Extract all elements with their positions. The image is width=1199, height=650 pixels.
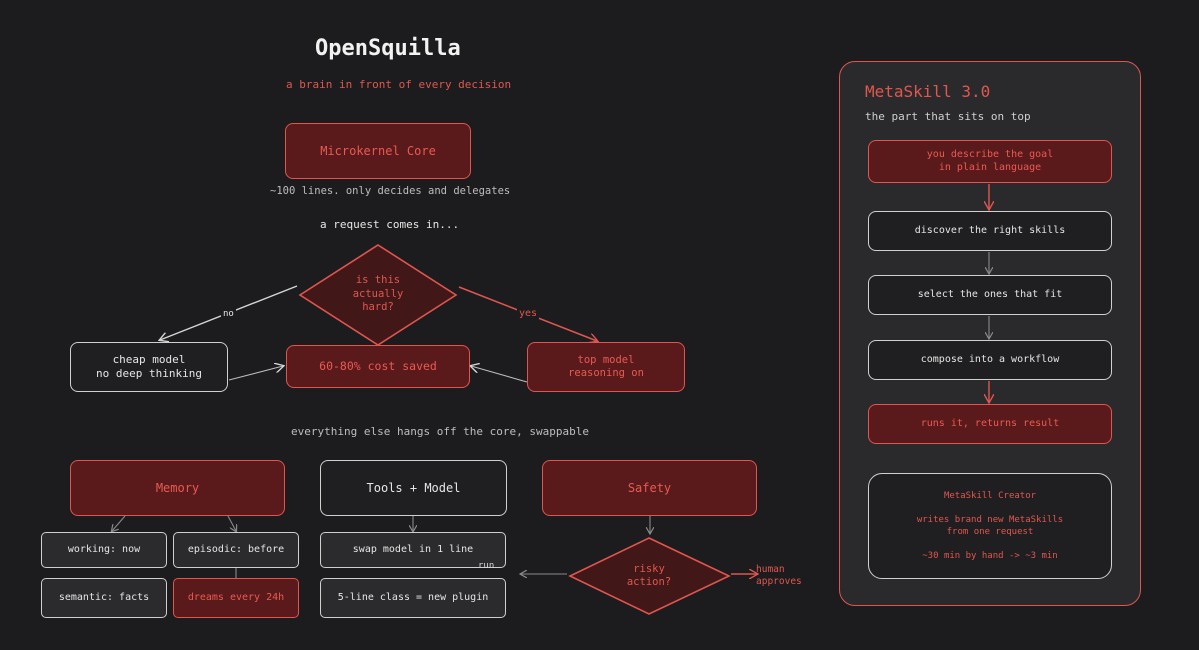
- risky-action-label: risky action?: [626, 563, 672, 589]
- dreams-label: dreams every 24h: [187, 591, 285, 603]
- memory-box: Memory: [70, 460, 285, 516]
- safety-box: Safety: [542, 460, 757, 516]
- core-note: ~100 lines. only decides and delegates: [270, 185, 511, 197]
- yes-label: yes: [517, 308, 540, 319]
- request-text: a request comes in...: [320, 218, 460, 231]
- top-model-box: top model reasoning on: [527, 342, 685, 392]
- top-model-line2: reasoning on: [568, 367, 644, 379]
- plugin-label: 5-line class = new plugin: [337, 591, 489, 603]
- metaskill-title: MetaSkill 3.0: [865, 82, 991, 101]
- tools-model-box: Tools + Model: [320, 460, 507, 516]
- creator-line2: from one request: [946, 527, 1034, 537]
- cost-saved-label: 60-80% cost saved: [319, 359, 437, 374]
- semantic-memory-box: semantic: facts: [41, 578, 167, 618]
- dreams-box: dreams every 24h: [173, 578, 299, 618]
- select-skills-label: select the ones that fit: [917, 288, 1063, 300]
- discover-skills-label: discover the right skills: [914, 224, 1066, 236]
- semantic-memory-label: semantic: facts: [58, 591, 150, 603]
- memory-to-episodic-line: [227, 515, 236, 531]
- microkernel-core-label: Microkernel Core: [320, 143, 436, 158]
- describe-goal-line2: in plain language: [938, 161, 1042, 173]
- runs-result-box: runs it, returns result: [868, 404, 1112, 444]
- select-skills-box: select the ones that fit: [868, 275, 1112, 315]
- episodic-memory-box: episodic: before: [173, 532, 299, 568]
- episodic-memory-label: episodic: before: [187, 543, 285, 555]
- run-label: run: [478, 561, 495, 571]
- human-approves-label: human approves: [756, 564, 802, 587]
- cost-saved-box: 60-80% cost saved: [286, 345, 470, 388]
- creator-line1: writes brand new MetaSkills: [916, 514, 1064, 525]
- working-memory-label: working: now: [67, 543, 141, 555]
- plugin-box: 5-line class = new plugin: [320, 578, 506, 618]
- cheap-model-line1: cheap model: [112, 353, 186, 367]
- working-memory-box: working: now: [41, 532, 167, 568]
- cheap-to-saved-arrow: [228, 366, 283, 381]
- risky-diamond: [568, 537, 731, 615]
- describe-goal-box: you describe the goal in plain language: [868, 140, 1112, 183]
- no-label: no: [221, 309, 236, 319]
- swap-model-label: swap model in 1 line: [352, 543, 474, 555]
- top-to-saved-arrow: [471, 366, 528, 383]
- swap-model-box: swap model in 1 line: [320, 532, 506, 568]
- compose-workflow-label: compose into a workflow: [920, 353, 1060, 365]
- page-subtitle: a brain in front of every decision: [286, 78, 512, 91]
- safety-label: Safety: [627, 480, 672, 495]
- top-model-line1: top model: [577, 353, 635, 366]
- memory-label: Memory: [155, 480, 200, 495]
- modules-caption: everything else hangs off the core, swap…: [291, 425, 590, 438]
- cheap-model-box: cheap model no deep thinking: [70, 342, 228, 392]
- metaskill-subtitle: the part that sits on top: [865, 110, 1031, 123]
- discover-skills-box: discover the right skills: [868, 211, 1112, 251]
- creator-line3: ~30 min by hand -> ~3 min: [922, 551, 1058, 562]
- decision-question: is this actually hard?: [352, 274, 404, 314]
- creator-title: MetaSkill Creator: [943, 490, 1037, 501]
- page-title: OpenSquilla: [315, 36, 461, 61]
- microkernel-core-box: Microkernel Core: [285, 123, 471, 179]
- describe-goal-line1: you describe the goal: [926, 149, 1054, 160]
- tools-model-label: Tools + Model: [366, 480, 461, 495]
- memory-to-working-line: [112, 515, 126, 531]
- compose-workflow-box: compose into a workflow: [868, 340, 1112, 380]
- metaskill-creator-box: MetaSkill Creator writes brand new MetaS…: [868, 473, 1112, 579]
- runs-result-label: runs it, returns result: [920, 417, 1060, 429]
- cheap-model-line2: no deep thinking: [96, 367, 202, 380]
